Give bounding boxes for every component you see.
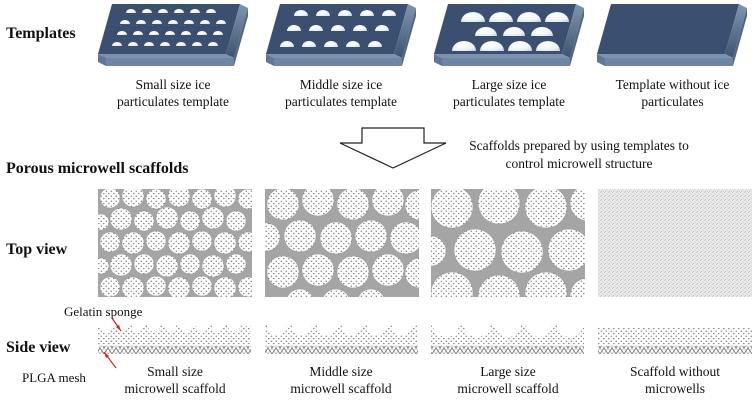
top-view-small: [98, 189, 252, 297]
side-view-small: [98, 325, 251, 354]
scaffold-caption-large: Large size microwell scaffold: [457, 364, 559, 396]
template-large-domes: [452, 12, 569, 51]
template-small: [98, 4, 248, 66]
porous-scaffolds-label: Porous microwell scaffolds: [6, 160, 189, 177]
template-middle-domes: [280, 10, 396, 47]
template-caption-plain: Template without ice particulates: [615, 77, 730, 109]
scaffold-caption-small: Small size microwell scaffold: [124, 364, 226, 396]
template-caption-middle: Middle size ice particulates template: [284, 77, 398, 109]
template-caption-small: Small size ice particulates template: [116, 77, 230, 109]
process-note: Scaffolds prepared by using templates to…: [469, 138, 689, 171]
top-view-label: Top view: [6, 241, 68, 258]
side-view-plain: [598, 327, 752, 354]
scaffold-caption-plain: Scaffold without microwells: [629, 364, 721, 396]
side-view-large: [431, 325, 584, 354]
template-plain: [597, 4, 747, 66]
top-view-middle: [265, 189, 419, 297]
plga-callout-label: PLGA mesh: [22, 370, 86, 385]
gelatin-callout-label: Gelatin sponge: [64, 304, 143, 319]
side-view-middle: [265, 325, 418, 354]
scaffold-caption-middle: Middle size microwell scaffold: [290, 364, 392, 396]
template-small-domes: [112, 9, 226, 46]
side-view-label: Side view: [6, 339, 71, 356]
top-view-plain: [598, 189, 752, 297]
templates-label: Templates: [6, 25, 76, 42]
process-arrow: [339, 127, 447, 169]
template-caption-large: Large size ice particulates template: [452, 77, 566, 109]
top-view-large: [431, 189, 585, 297]
